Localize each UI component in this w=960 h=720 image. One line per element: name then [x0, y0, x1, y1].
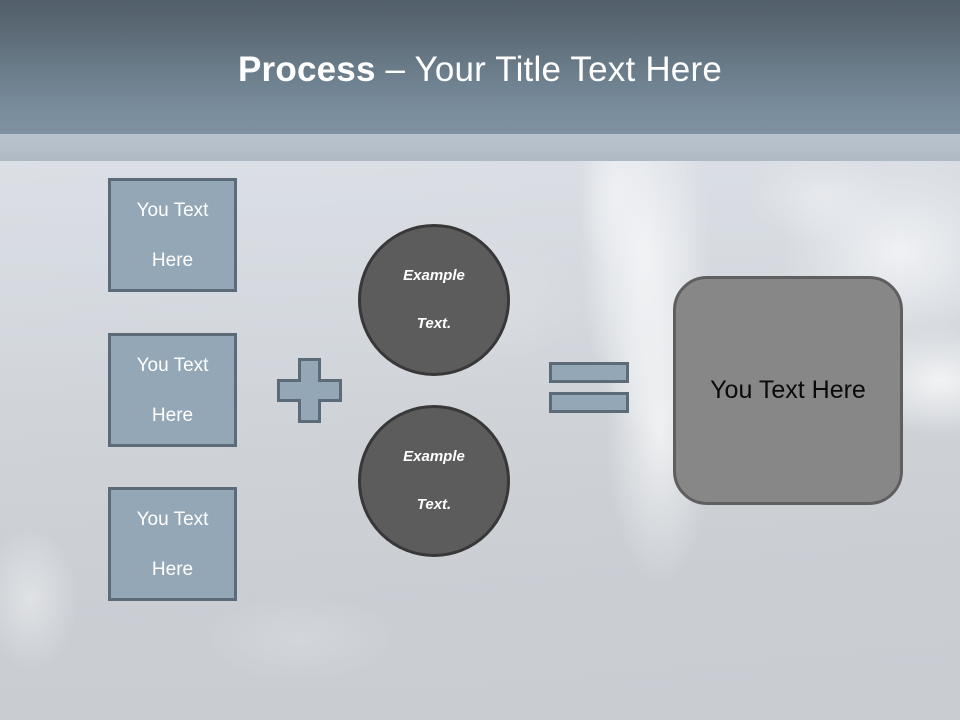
example-circle-1-line1: Example — [403, 267, 465, 284]
plus-icon-join-vertical — [301, 379, 318, 402]
input-box-2-line2: Here — [151, 404, 194, 426]
example-circle-1-line2: Text. — [416, 315, 452, 332]
example-circle-2-line2: Text. — [416, 496, 452, 513]
input-box-2-line1: You Text — [136, 354, 209, 376]
slide-title-bold: Process — [238, 50, 376, 89]
result-box-label: You Text Here — [710, 376, 866, 404]
slide-header-band — [0, 0, 960, 134]
example-circle-2-line1: Example — [403, 448, 465, 465]
equals-icon-bottom-bar — [549, 392, 629, 413]
slide-title-rest: – Your Title Text Here — [375, 50, 722, 89]
equals-icon — [549, 362, 629, 413]
header-accent-strip — [0, 134, 960, 161]
input-box-3-line1: You Text — [136, 508, 209, 530]
result-box[interactable]: You Text Here — [673, 276, 903, 505]
plus-icon — [277, 358, 342, 423]
slide-title: Process – Your Title Text Here — [0, 50, 960, 90]
equals-icon-top-bar — [549, 362, 629, 383]
input-box-1-line2: Here — [151, 249, 194, 271]
input-box-1-line1: You Text — [136, 199, 209, 221]
input-box-3-line2: Here — [151, 558, 194, 580]
